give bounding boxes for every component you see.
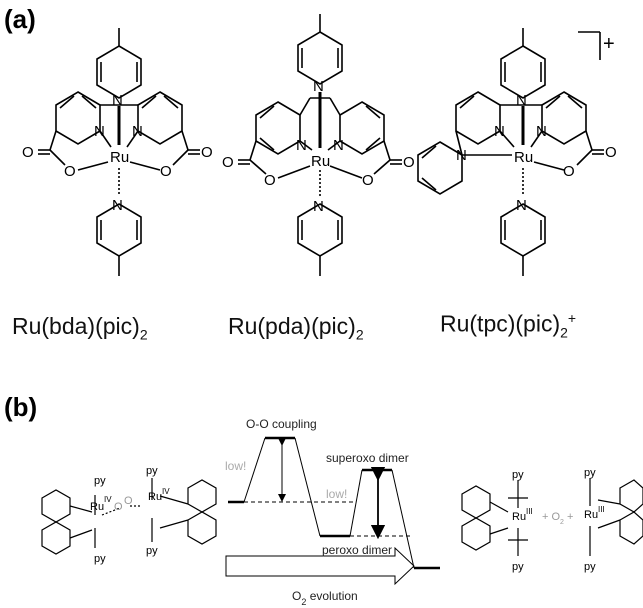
left-py-bottom: py — [94, 553, 106, 565]
right-py-2-bottom: py — [584, 561, 596, 573]
atom-n-bottom-1: N — [112, 197, 123, 214]
atom-n-left-3: N — [494, 123, 505, 140]
atom-n-top-1: N — [112, 92, 123, 109]
label-o2-evolution: O2 evolution — [292, 589, 358, 607]
atom-o-7: O — [403, 154, 415, 171]
right-ru-2-ox: III — [598, 505, 605, 514]
label-low-1: low! — [225, 459, 246, 473]
structure-right-products — [461, 478, 643, 556]
right-ru-2: Ru — [584, 509, 598, 521]
left-ru-label: Ru — [90, 501, 104, 513]
atom-o-6: O — [264, 172, 276, 189]
mid-ru-ox: IV — [162, 487, 170, 496]
left-ru-ox: IV — [104, 495, 112, 504]
atom-o-5: O — [222, 154, 234, 171]
atom-o-2: O — [64, 163, 76, 180]
atom-n-top-2: N — [313, 78, 324, 95]
caption-ru-bda: Ru(bda)(pic)2 — [12, 313, 148, 343]
label-oo-coupling: O-O coupling — [246, 417, 317, 431]
atom-n-left-1: N — [94, 123, 105, 140]
label-low-2: low! — [326, 487, 347, 501]
charge-plus: + — [603, 33, 615, 55]
atom-o-9: O — [605, 144, 617, 161]
label-superoxo: superoxo dimer — [326, 451, 409, 465]
atom-o-10: O — [563, 163, 575, 180]
energy-diagram — [225, 436, 440, 586]
atom-o-4: O — [160, 163, 172, 180]
atom-n-right-1: N — [132, 123, 143, 140]
atom-n-right-2: N — [333, 137, 344, 154]
atom-o-8: O — [362, 172, 374, 189]
plus-o2: + O2+ — [542, 511, 573, 526]
atom-n-top-3: N — [516, 92, 527, 109]
right-py-2-top: py — [584, 467, 596, 479]
atom-n-bottom-2: N — [313, 198, 324, 215]
oxo-o-1: O — [114, 501, 123, 513]
left-py-top: py — [94, 475, 106, 487]
atom-n-right-3: N — [536, 123, 547, 140]
atom-o-1: O — [22, 144, 34, 161]
panel-b-label: (b) — [4, 392, 38, 422]
caption-ru-tpc: Ru(tpc)(pic)2+ — [440, 310, 577, 341]
atom-ru-1: Ru — [110, 149, 129, 166]
panel-a-label: (a) — [4, 4, 36, 34]
mid-py-bottom: py — [146, 545, 158, 557]
mid-ru-label: Ru — [148, 491, 162, 503]
right-ru-1-ox: III — [526, 507, 533, 516]
structure-ru-bda — [38, 28, 200, 276]
atom-n-far-3: N — [456, 147, 467, 164]
caption-ru-pda: Ru(pda)(pic)2 — [228, 313, 364, 343]
mid-py-top: py — [146, 465, 158, 477]
atom-n-bottom-3: N — [516, 197, 527, 214]
structure-left-dimer — [41, 478, 217, 555]
atom-ru-3: Ru — [514, 149, 533, 166]
atom-o-3: O — [201, 144, 213, 161]
right-py-1-top: py — [512, 469, 524, 481]
structure-ru-pda — [238, 14, 402, 276]
oxo-o-2: O — [124, 495, 133, 507]
right-ru-1: Ru — [512, 511, 526, 523]
label-peroxo: peroxo dimer — [322, 543, 392, 557]
right-py-1-bottom: py — [512, 561, 524, 573]
atom-n-left-2: N — [296, 137, 307, 154]
structure-ru-tpc — [417, 28, 604, 276]
atom-ru-2: Ru — [311, 153, 330, 170]
